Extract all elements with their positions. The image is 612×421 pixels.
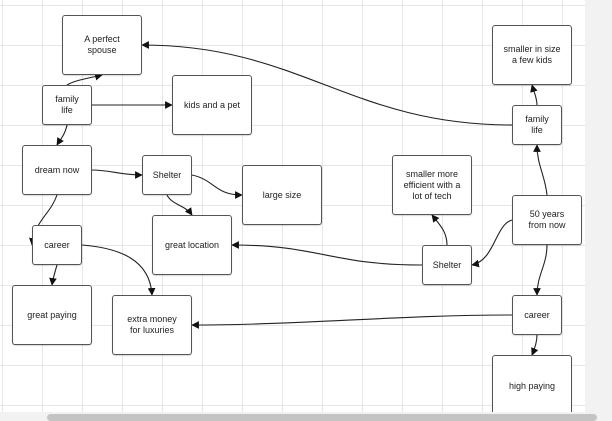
node-high-paying[interactable]: high paying xyxy=(492,355,572,412)
node-large-size[interactable]: large size xyxy=(242,165,322,225)
edge-career-right-to-high-paying[interactable] xyxy=(531,334,539,356)
node-shelter-right[interactable]: Shelter xyxy=(422,245,472,285)
edge-career-left-to-extra-money[interactable] xyxy=(81,244,156,296)
node-career-left[interactable]: career xyxy=(32,225,82,265)
edge-shelter-left-to-large[interactable] xyxy=(191,174,243,199)
horizontal-scrollbar-thumb[interactable] xyxy=(47,414,597,421)
edge-fifty-to-career-right[interactable] xyxy=(533,244,548,296)
node-family-life-left[interactable]: family life xyxy=(42,85,92,125)
edge-family-left-to-dream[interactable] xyxy=(56,124,68,146)
node-fifty-years[interactable]: 50 years from now xyxy=(512,195,582,245)
node-great-paying[interactable]: great paying xyxy=(12,285,92,345)
edge-dream-to-shelter-left[interactable] xyxy=(91,169,143,179)
node-career-right[interactable]: career xyxy=(512,295,562,335)
node-smaller-tech[interactable]: smaller more efficient with a lot of tec… xyxy=(392,155,472,215)
edge-career-right-to-extra-money[interactable] xyxy=(191,314,513,329)
node-kids-and-pet[interactable]: kids and a pet xyxy=(172,75,252,135)
node-great-location[interactable]: great location xyxy=(152,215,232,275)
edge-family-right-to-smaller-size[interactable] xyxy=(530,84,538,106)
edge-fifty-to-family-right[interactable] xyxy=(533,144,548,196)
edge-family-left-to-spouse[interactable] xyxy=(66,72,103,86)
edge-shelter-left-to-location[interactable] xyxy=(166,194,193,216)
canvas-gutter xyxy=(585,0,612,412)
node-smaller-in-size[interactable]: smaller in size a few kids xyxy=(492,25,572,85)
node-family-life-right[interactable]: family life xyxy=(512,105,562,145)
edge-fifty-to-shelter-right[interactable] xyxy=(471,219,513,268)
connectors-layer xyxy=(29,41,548,356)
edge-family-right-to-spouse[interactable] xyxy=(141,41,513,126)
edge-shelter-right-to-location[interactable] xyxy=(231,241,423,266)
node-dream-now[interactable]: dream now xyxy=(22,145,92,195)
edge-career-left-to-great-paying[interactable] xyxy=(49,264,58,286)
edge-shelter-right-to-smaller-tech[interactable] xyxy=(431,214,448,246)
node-shelter-left[interactable]: Shelter xyxy=(142,155,192,195)
node-perfect-spouse[interactable]: A perfect spouse xyxy=(62,15,142,75)
diagram-canvas[interactable]: A perfect spouse family life kids and a … xyxy=(0,0,585,412)
node-extra-money[interactable]: extra money for luxuries xyxy=(112,295,192,355)
